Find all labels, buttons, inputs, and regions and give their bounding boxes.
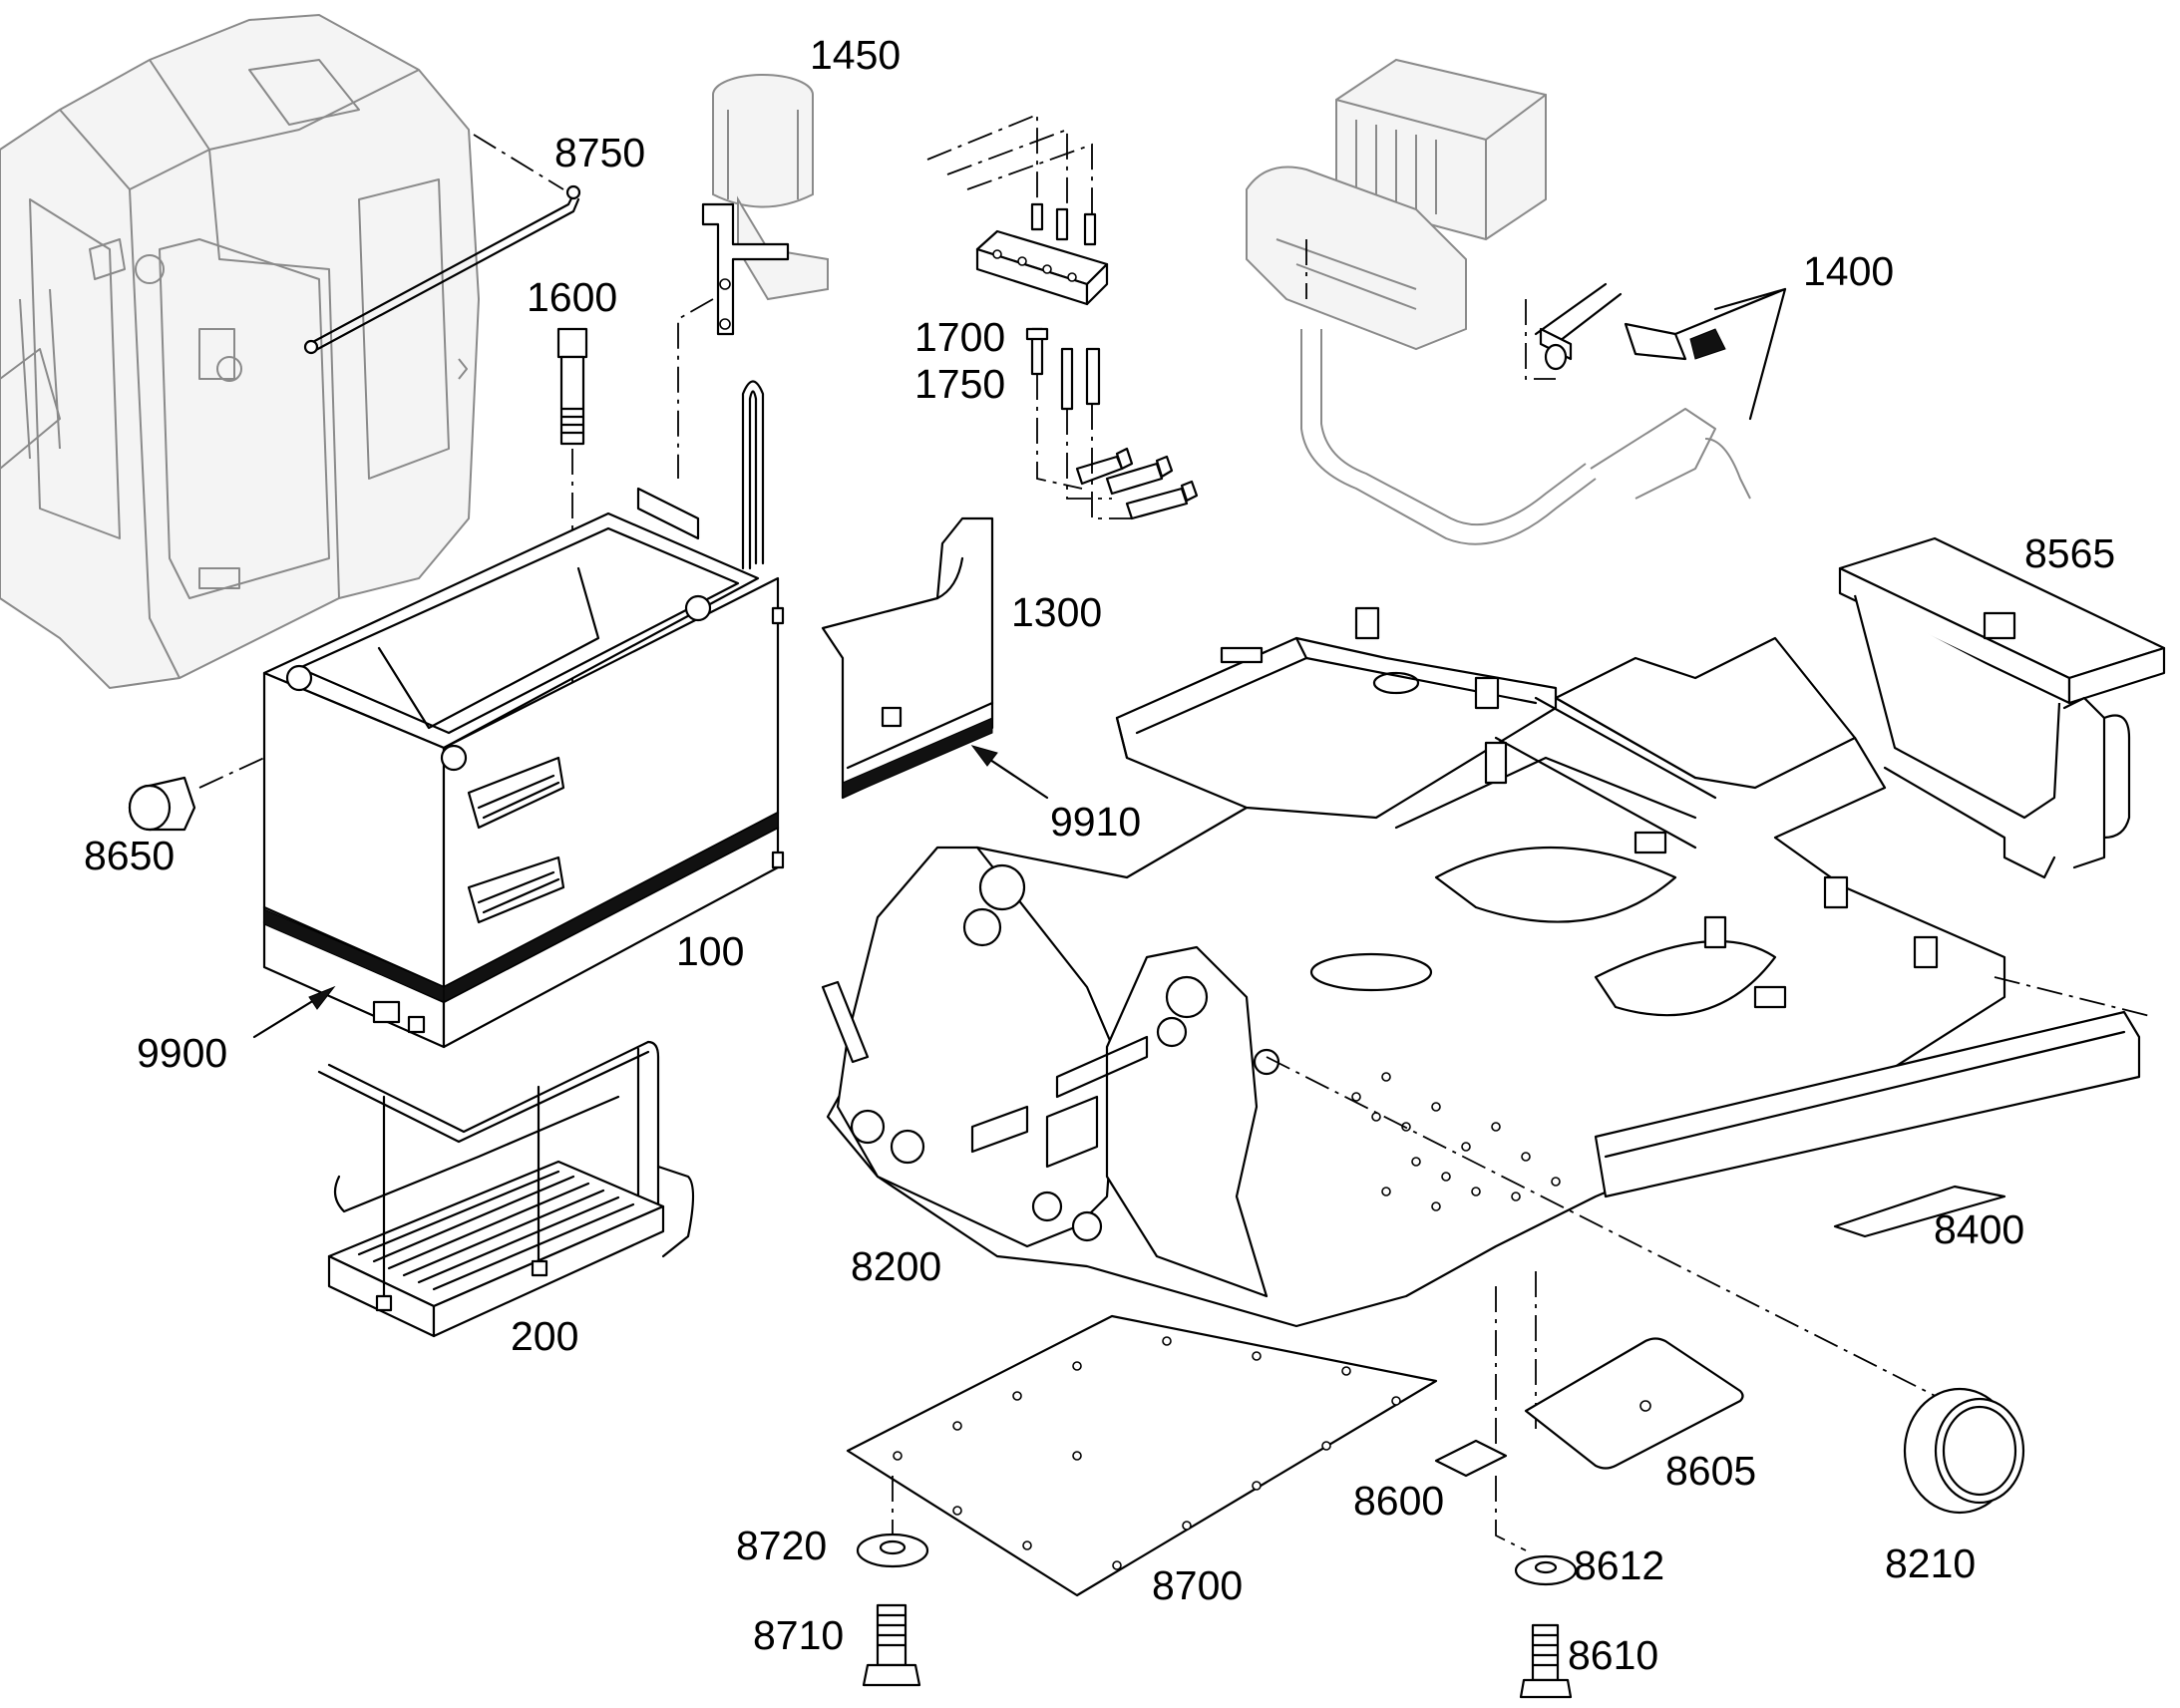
- callout-200: 200: [511, 1313, 579, 1359]
- callout-1400: 1400: [1803, 248, 1895, 294]
- callout-100: 100: [676, 928, 745, 974]
- bolt-8710: [862, 1603, 921, 1687]
- callout-8700: 8700: [1152, 1562, 1244, 1608]
- small-plate-part: [1434, 1439, 1508, 1478]
- callout-1300: 1300: [1011, 589, 1103, 635]
- callout-1450: 1450: [810, 32, 902, 78]
- washer-8612: [1514, 1554, 1578, 1586]
- callout-1750: 1750: [914, 361, 1006, 407]
- callout-8650: 8650: [84, 833, 176, 878]
- callout-9910: 9910: [1050, 799, 1142, 845]
- inspection-cover-part: [1524, 1337, 1744, 1470]
- callout-8612: 8612: [1574, 1542, 1665, 1588]
- callout-8610: 8610: [1568, 1632, 1659, 1678]
- arrow-9910: [970, 745, 1049, 800]
- callout-1600: 1600: [527, 274, 618, 320]
- engine-heater-unit-part: [1246, 58, 1751, 545]
- access-step-part: [317, 1040, 695, 1338]
- main-housing-box-part: [262, 380, 785, 1049]
- callout-9900: 9900: [137, 1030, 228, 1076]
- filter-canister-part: [701, 74, 829, 336]
- washer-8720: [856, 1533, 929, 1568]
- small-bolts-part: [1025, 202, 1199, 520]
- long-bolt-part: [556, 327, 588, 446]
- handrail-rod-part: [303, 184, 581, 355]
- arrow-9900: [252, 985, 336, 1039]
- callout-8600: 8600: [1353, 1478, 1445, 1524]
- bolt-8610: [1519, 1623, 1573, 1699]
- callout-8210: 8210: [1885, 1540, 1977, 1586]
- callout-8720: 8720: [736, 1523, 828, 1568]
- side-cover-panel-part: [821, 516, 994, 800]
- belly-plate-part: [846, 1314, 1438, 1597]
- callout-8200: 8200: [851, 1243, 942, 1289]
- main-chassis-frame-part: [821, 606, 2141, 1328]
- mounting-block-part: [975, 229, 1109, 306]
- callout-8750: 8750: [554, 130, 646, 175]
- callout-8565: 8565: [2024, 530, 2116, 576]
- callout-8605: 8605: [1665, 1448, 1757, 1494]
- callout-8710: 8710: [753, 1612, 845, 1658]
- callout-1700: 1700: [914, 314, 1006, 360]
- plug-cap-part: [128, 776, 196, 832]
- storage-box-part: [1838, 536, 2166, 879]
- cab-part: [0, 13, 481, 690]
- callout-8400: 8400: [1934, 1206, 2025, 1252]
- bushing-ring-part: [1903, 1387, 2025, 1515]
